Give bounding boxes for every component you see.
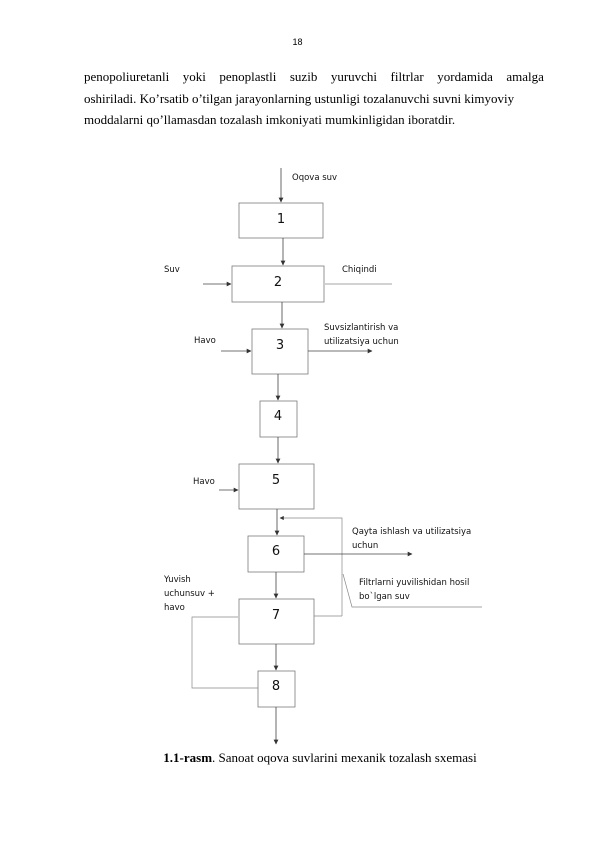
caption-label: 1.1-rasm [163,750,213,765]
box-1-number: 1 [277,212,285,227]
label-havo-3: Havo [194,336,216,346]
word: filtrlar [390,69,424,84]
word: suzib [289,69,318,84]
word: amalga [506,69,544,84]
box-3-number: 3 [276,338,284,353]
label-suvsizlantirish-2: utilizatsiya uchun [324,337,399,347]
paragraph-line-2: oshiriladi. Ko’rsatib o’tilgan jarayonla… [84,90,515,106]
paragraph-line-1: penopoliuretanli yoki penoplastli suzib … [84,66,544,88]
word: yordamida [437,69,493,84]
label-qayta-2: uchun [352,541,378,551]
label-suvsizlantirish-1: Suvsizlantirish va [324,323,398,333]
box-4-number: 4 [274,409,282,424]
box-8-number: 8 [272,679,280,694]
label-chiqindi: Chiqindi [342,265,377,275]
label-suv: Suv [164,265,180,275]
box-5 [238,463,315,510]
box-7 [238,598,315,645]
box-2 [231,265,325,303]
box-2-number: 2 [274,275,282,290]
wash-loop-8-to-7 [191,616,258,689]
label-yuvish-1: Yuvish [163,575,191,585]
box-4 [259,400,298,438]
label-havo-5: Havo [193,477,215,487]
word: penoplastli [219,69,277,84]
word: yuruvchi [330,69,378,84]
box-6-number: 6 [272,544,280,559]
label-filtr-2: bo`lgan suv [359,591,410,602]
label-oqova-suv: Oqova suv [292,173,337,183]
box-7-number: 7 [272,608,280,623]
page-number: 18 [292,37,303,47]
box-1 [238,202,324,239]
paragraph-line-3: moddalarni qo’llamasdan tozalash imkoniy… [84,112,456,127]
box-8 [257,670,296,708]
figure-caption: 1.1-rasm. Sanoat oqova suvlarini mexanik… [0,750,595,766]
box-3 [251,328,309,375]
box-6 [247,535,305,573]
body-paragraph: penopoliuretanli yoki penoplastli suzib … [84,66,544,131]
word: yoki [182,69,206,84]
return-loop-7-to-6 [279,515,343,616]
label-qayta-1: Qayta ishlash va utilizatsiya [352,527,471,537]
label-filtr-1: Filtrlarni yuvilishidan hosil [359,578,469,588]
label-yuvish-2: uchunsuv + [164,589,215,599]
word: penopoliuretanli [84,69,170,84]
box-5-number: 5 [272,473,280,488]
caption-text: . Sanoat oqova suvlarini mexanik tozalas… [212,750,477,765]
label-yuvish-3: havo [164,603,185,613]
filter-wash-water-line [342,573,482,608]
